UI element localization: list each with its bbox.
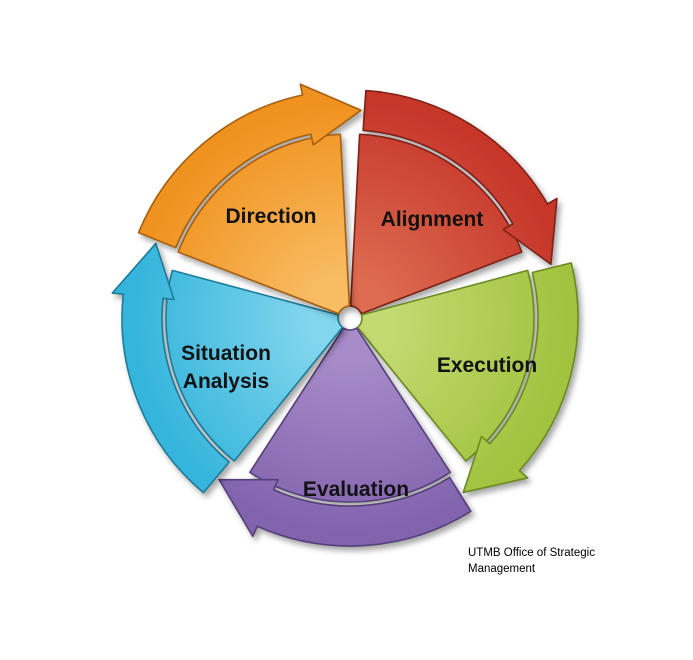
segment-arrow xyxy=(362,89,558,265)
caption-line-1: UTMB Office of Strategic xyxy=(468,547,595,559)
segment-wedge xyxy=(248,327,452,503)
segment-label: Direction xyxy=(225,205,316,228)
segment-arrow xyxy=(218,476,472,547)
segment-label: Alignment xyxy=(381,208,484,231)
segment-direction: Direction xyxy=(137,83,362,315)
segment-evaluation: Evaluation xyxy=(218,327,472,547)
segment-label: Evaluation xyxy=(303,478,409,501)
segment-wedge xyxy=(165,269,344,462)
segment-alignment: Alignment xyxy=(349,89,558,315)
segment-arrow xyxy=(111,242,230,494)
attribution-caption: UTMB Office of Strategic Management xyxy=(468,545,595,577)
segment-wedge xyxy=(356,269,535,462)
segment-arrow xyxy=(137,83,362,249)
segment-wedge xyxy=(349,133,523,315)
segment-execution: Execution xyxy=(356,262,579,494)
caption-line-2: Management xyxy=(468,563,536,576)
segment-label: Execution xyxy=(437,354,537,377)
segment-arrow xyxy=(462,262,579,494)
segment-wedge xyxy=(177,133,351,315)
